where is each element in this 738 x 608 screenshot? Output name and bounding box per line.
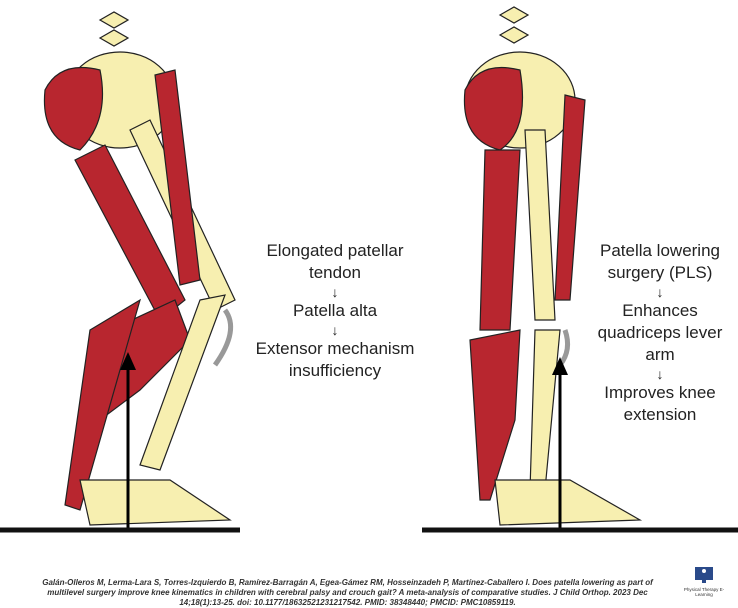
step-text: Improves knee extension	[604, 383, 716, 424]
citation: Galán-Olleros M, Lerma-Lara S, Torres-Iz…	[42, 578, 653, 607]
logo-monitor-icon	[695, 567, 713, 583]
down-arrow-icon: ↓	[656, 284, 664, 300]
down-arrow-icon: ↓	[331, 322, 339, 338]
step-text: Extensor mechanism insufficiency	[255, 339, 415, 380]
step-text: Elongated patellar tendon	[266, 241, 404, 282]
left-cause-chain: Elongated patellar tendon ↓ Patella alta…	[255, 240, 415, 382]
down-arrow-icon: ↓	[331, 284, 339, 300]
step-text: Patella alta	[292, 301, 378, 320]
right-leg-extended	[463, 6, 643, 526]
logo: Physical Therapy E-Learning	[680, 566, 728, 597]
step-text: Enhances quadriceps lever arm	[597, 301, 723, 364]
right-effect-chain: Patella lowering surgery (PLS) ↓ Enhance…	[585, 240, 735, 426]
down-arrow-icon: ↓	[656, 366, 664, 382]
logo-text: Physical Therapy E-Learning	[683, 587, 725, 597]
left-leg-crouch	[43, 11, 236, 526]
step-text: Patella lowering surgery (PLS)	[599, 241, 720, 282]
